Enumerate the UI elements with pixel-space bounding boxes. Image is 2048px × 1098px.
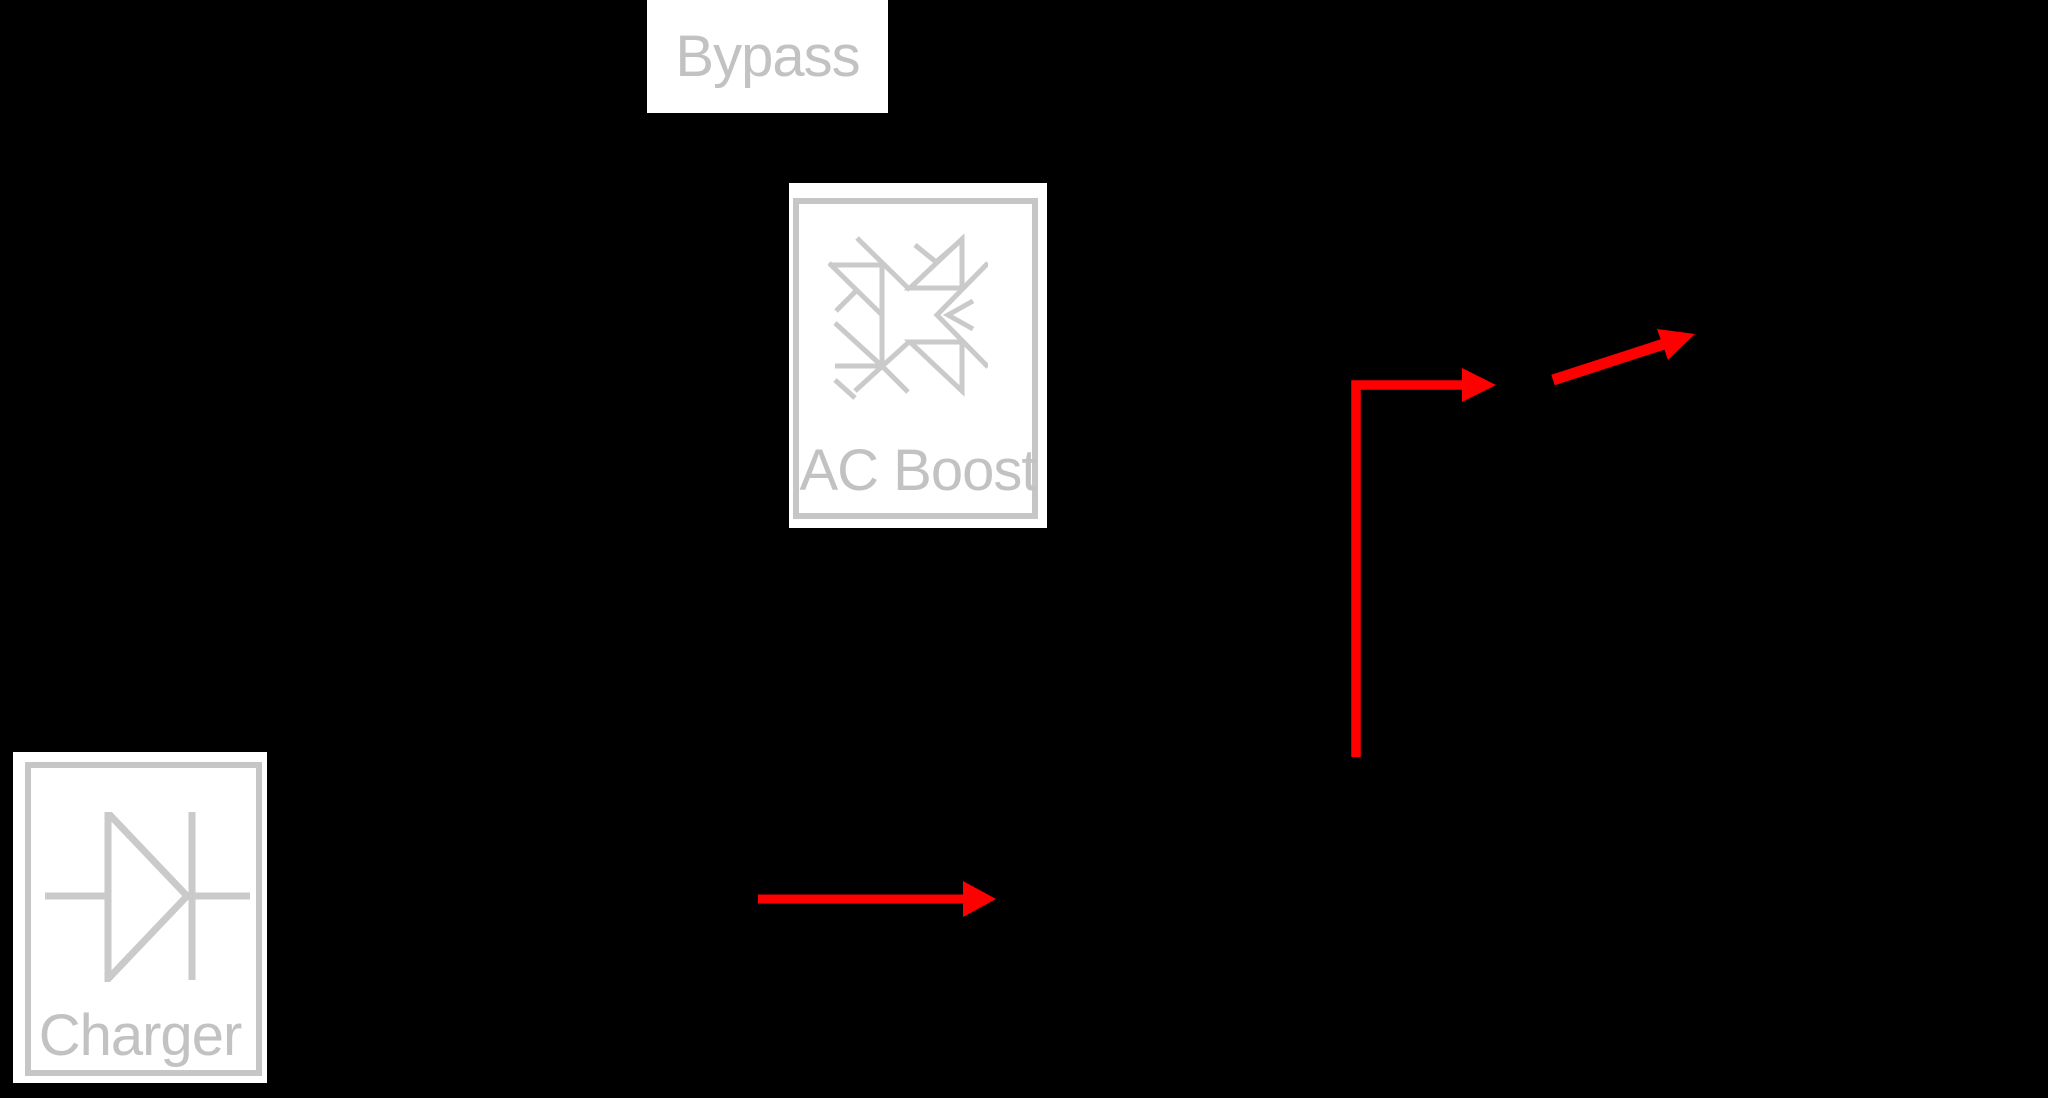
ac-boost-burst-icon [828,234,988,400]
node-border [25,762,262,1076]
charger-label: Charger [38,1003,243,1068]
node-bypass: Bypass [647,0,888,113]
red-arrow-right [758,881,996,917]
diode-icon [45,812,250,982]
node-ac-boost: AC Boost [789,183,1047,528]
bypass-label: Bypass [675,23,860,89]
node-charger: Charger [13,752,267,1083]
red-arrow-diagonal-up-right [1551,329,1695,386]
red-arrow-elbow-up-right [1351,368,1496,757]
ac-boost-label: AC Boost [799,438,1038,503]
node-border [793,198,1038,519]
